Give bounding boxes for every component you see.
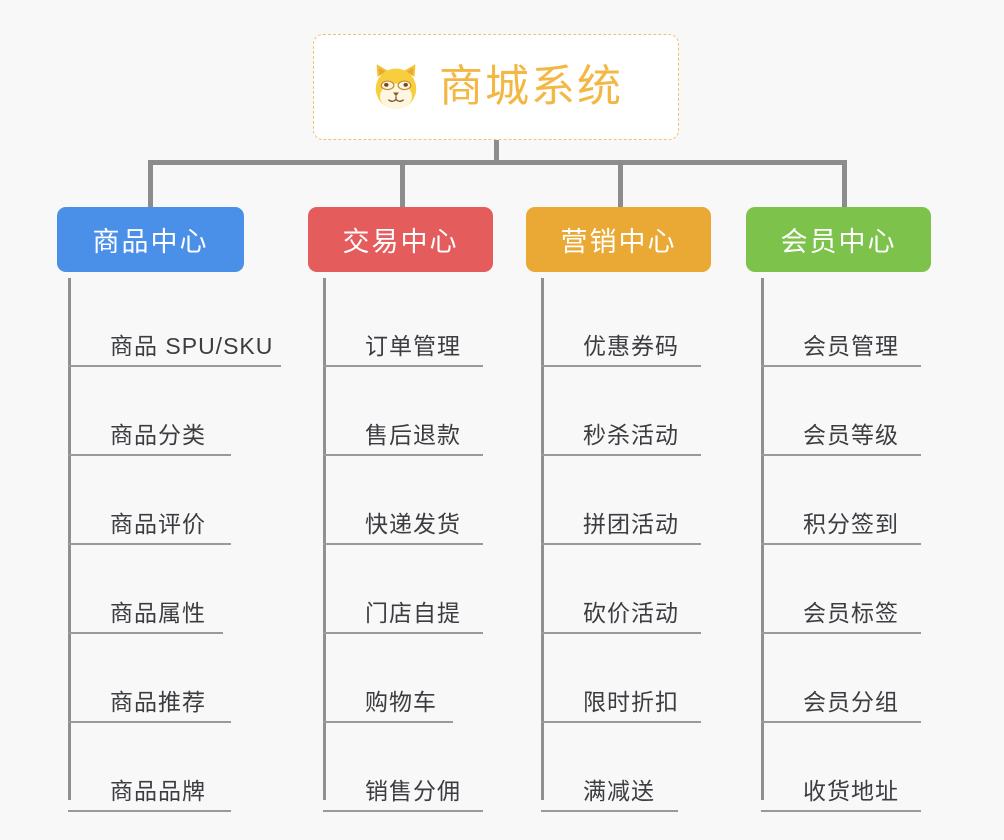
leaf-item-label: 快递发货 bbox=[365, 511, 461, 537]
leaf-item-underline bbox=[761, 365, 921, 367]
leaf-item-underline bbox=[761, 810, 921, 812]
leaf-item-underline bbox=[323, 365, 483, 367]
category-label: 会员中心 bbox=[780, 227, 897, 257]
leaf-item-label: 会员管理 bbox=[803, 333, 899, 359]
leaf-item[interactable]: 会员分组 bbox=[761, 634, 921, 723]
category-header-product-center[interactable]: 商品中心 bbox=[57, 207, 244, 272]
connector-horizontal-bus bbox=[148, 160, 847, 165]
leaf-item-underline bbox=[68, 810, 231, 812]
connector-drop-3 bbox=[618, 160, 623, 207]
leaf-item[interactable]: 满减送 bbox=[541, 723, 678, 812]
leaf-item-label: 限时折扣 bbox=[583, 689, 679, 715]
leaf-item-underline bbox=[323, 632, 483, 634]
leaf-item[interactable]: 门店自提 bbox=[323, 545, 483, 634]
leaf-item-label: 购物车 bbox=[365, 689, 437, 715]
connector-root-stem bbox=[494, 140, 499, 164]
leaf-item-underline bbox=[323, 810, 483, 812]
leaf-item-underline bbox=[323, 721, 453, 723]
leaf-item-underline bbox=[541, 543, 701, 545]
leaf-item[interactable]: 会员标签 bbox=[761, 545, 921, 634]
leaf-spine bbox=[541, 278, 544, 800]
category-header-trade-center[interactable]: 交易中心 bbox=[308, 207, 493, 272]
leaf-item-label: 收货地址 bbox=[803, 778, 899, 804]
leaf-item-underline bbox=[68, 365, 281, 367]
leaf-item-underline bbox=[541, 454, 701, 456]
leaf-item[interactable]: 商品评价 bbox=[68, 456, 231, 545]
leaf-item[interactable]: 限时折扣 bbox=[541, 634, 701, 723]
leaf-item-label: 商品品牌 bbox=[110, 778, 206, 804]
leaf-item[interactable]: 收货地址 bbox=[761, 723, 921, 812]
category-label: 商品中心 bbox=[92, 227, 209, 257]
category-header-marketing-center[interactable]: 营销中心 bbox=[526, 207, 711, 272]
leaf-item-label: 拼团活动 bbox=[583, 511, 679, 537]
leaf-item-label: 商品分类 bbox=[110, 422, 206, 448]
leaf-item[interactable]: 售后退款 bbox=[323, 367, 483, 456]
leaf-item-label: 商品评价 bbox=[110, 511, 206, 537]
category-label: 营销中心 bbox=[560, 227, 677, 257]
leaf-item-label: 商品推荐 bbox=[110, 689, 206, 715]
leaf-item[interactable]: 商品分类 bbox=[68, 367, 231, 456]
leaf-item-underline bbox=[761, 543, 921, 545]
leaf-item[interactable]: 订单管理 bbox=[323, 278, 483, 367]
leaf-item[interactable]: 秒杀活动 bbox=[541, 367, 701, 456]
leaf-spine bbox=[68, 278, 71, 800]
category-header-member-center[interactable]: 会员中心 bbox=[746, 207, 931, 272]
leaf-item-label: 售后退款 bbox=[365, 422, 461, 448]
connector-drop-1 bbox=[148, 160, 153, 207]
leaf-item-underline bbox=[541, 721, 701, 723]
leaf-item-underline bbox=[68, 543, 231, 545]
leaf-item[interactable]: 会员等级 bbox=[761, 367, 921, 456]
leaf-item-label: 满减送 bbox=[583, 778, 655, 804]
leaf-item-label: 会员标签 bbox=[803, 600, 899, 626]
leaf-spine bbox=[323, 278, 326, 800]
leaf-item-underline bbox=[323, 543, 483, 545]
leaf-item-underline bbox=[761, 632, 921, 634]
leaf-item-label: 门店自提 bbox=[365, 600, 461, 626]
leaf-item[interactable]: 购物车 bbox=[323, 634, 453, 723]
leaf-item[interactable]: 快递发货 bbox=[323, 456, 483, 545]
leaf-item-underline bbox=[541, 365, 701, 367]
leaf-item-label: 优惠券码 bbox=[583, 333, 679, 359]
leaf-item[interactable]: 商品推荐 bbox=[68, 634, 231, 723]
leaf-item[interactable]: 会员管理 bbox=[761, 278, 921, 367]
leaf-item-label: 积分签到 bbox=[803, 511, 899, 537]
leaf-item[interactable]: 优惠券码 bbox=[541, 278, 701, 367]
shiba-dog-icon bbox=[369, 60, 423, 114]
leaf-item-underline bbox=[761, 721, 921, 723]
leaf-item-underline bbox=[68, 632, 223, 634]
connector-drop-4 bbox=[842, 160, 847, 207]
leaf-item-label: 砍价活动 bbox=[583, 600, 679, 626]
leaf-item-label: 商品 SPU/SKU bbox=[110, 333, 274, 359]
root-node[interactable]: 商城系统 bbox=[313, 34, 679, 140]
leaf-item[interactable]: 商品属性 bbox=[68, 545, 223, 634]
leaf-item[interactable]: 砍价活动 bbox=[541, 545, 701, 634]
leaf-item[interactable]: 商品 SPU/SKU bbox=[68, 278, 281, 367]
leaf-item-underline bbox=[68, 721, 231, 723]
leaf-item-underline bbox=[541, 810, 678, 812]
leaf-item[interactable]: 商品品牌 bbox=[68, 723, 231, 812]
leaf-item-underline bbox=[323, 454, 483, 456]
leaf-item-label: 秒杀活动 bbox=[583, 422, 679, 448]
leaf-item-underline bbox=[761, 454, 921, 456]
leaf-item-underline bbox=[68, 454, 231, 456]
leaf-item-label: 订单管理 bbox=[365, 333, 461, 359]
leaf-item-underline bbox=[541, 632, 701, 634]
leaf-item[interactable]: 积分签到 bbox=[761, 456, 921, 545]
connector-drop-2 bbox=[400, 160, 405, 207]
root-title: 商城系统 bbox=[439, 62, 623, 111]
leaf-item-label: 会员等级 bbox=[803, 422, 899, 448]
leaf-spine bbox=[761, 278, 764, 800]
leaf-item[interactable]: 销售分佣 bbox=[323, 723, 483, 812]
leaf-item-label: 销售分佣 bbox=[365, 778, 461, 804]
leaf-item-label: 会员分组 bbox=[803, 689, 899, 715]
leaf-item[interactable]: 拼团活动 bbox=[541, 456, 701, 545]
category-label: 交易中心 bbox=[342, 227, 459, 257]
leaf-item-label: 商品属性 bbox=[110, 600, 206, 626]
